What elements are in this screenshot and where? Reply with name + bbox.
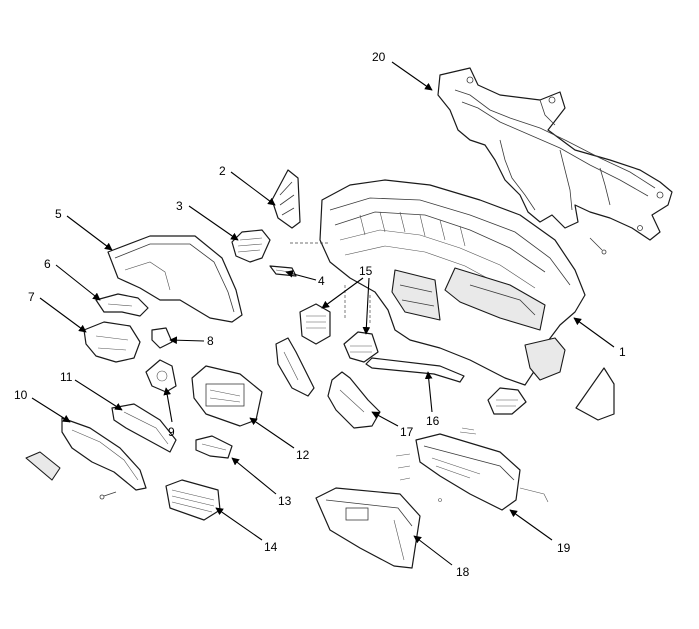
switch-module-small [151,327,173,349]
callout-16: 16 [426,414,440,428]
callout-3: 3 [176,199,183,213]
callout-13: 13 [278,494,292,508]
knob-trim [145,359,177,393]
callout-11: 11 [60,370,73,384]
leader-15a [321,277,364,309]
leader-9 [163,387,173,423]
callout-labels: 1 2 3 4 5 6 7 8 9 10 11 12 13 14 15 16 1… [14,50,626,579]
side-cover-right [271,169,301,229]
leader-12 [249,417,295,449]
screw-left [99,491,117,500]
callout-4: 4 [318,274,325,288]
leader-17 [371,411,399,427]
callout-15: 15 [359,264,373,278]
storage-tray [165,479,221,521]
cowl-cross-bar [437,67,673,255]
center-lower-cover [327,371,381,429]
callout-5: 5 [55,207,62,221]
glove-box [315,487,421,569]
crash-pad-main [290,179,586,386]
cluster-fascia-hood [107,235,243,323]
side-air-vent [231,229,271,263]
callout-2: 2 [219,164,226,178]
callout-17: 17 [400,425,414,439]
glove-box-housing [395,427,549,511]
leader-11 [74,379,123,411]
center-garnish [275,337,315,397]
steering-shroud-upper [95,293,149,317]
leader-18 [413,535,453,566]
leader-14 [215,507,263,541]
leader-4 [285,270,317,281]
side-end-cover [575,367,615,421]
mounting-clip [269,265,297,277]
leader-20 [391,61,433,91]
leader-8 [169,336,205,345]
leader-1 [573,317,615,348]
leader-6 [55,264,101,301]
leader-10 [31,397,71,423]
leader-13 [231,457,277,495]
leader-5 [66,215,113,251]
lower-crash-pad-left [25,417,147,491]
callout-10: 10 [14,388,28,402]
callout-20: 20 [372,50,386,64]
callout-1: 1 [619,345,626,359]
trim-strip [365,357,465,383]
leader-lines [31,61,615,566]
leader-16 [424,371,433,413]
leader-2 [230,171,276,206]
center-fascia-panel [191,365,263,427]
lower-crash-pad-panel [111,403,177,453]
callout-9: 9 [168,425,175,439]
center-air-vent-left [299,303,331,345]
switch-assembly [195,435,233,459]
leader-3 [188,205,239,241]
leader-19 [509,509,553,541]
callout-14: 14 [264,540,278,554]
callout-12: 12 [296,448,310,462]
callout-19: 19 [557,541,571,555]
callout-7: 7 [28,290,35,304]
callout-8: 8 [207,334,214,348]
steering-shroud-lower [83,321,141,363]
leader-7 [39,297,87,333]
callout-6: 6 [44,257,51,271]
leader-15b [362,277,371,335]
center-air-vent-right [343,331,379,363]
passenger-air-vent [487,387,527,415]
callout-18: 18 [456,565,470,579]
